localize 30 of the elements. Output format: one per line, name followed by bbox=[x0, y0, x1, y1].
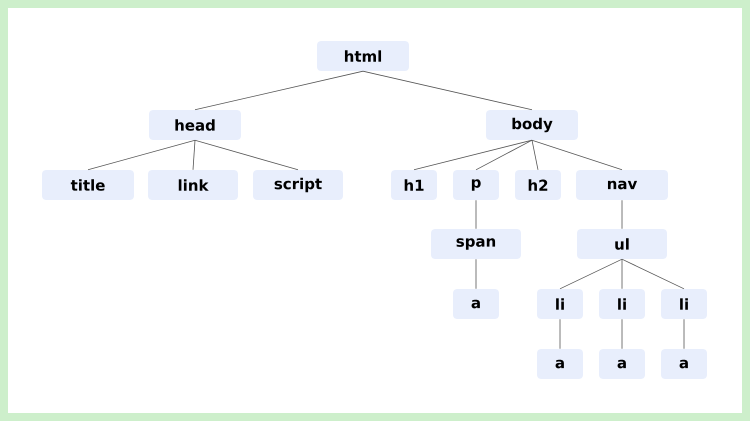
element-box: head bbox=[149, 110, 241, 140]
tree-line bbox=[622, 258, 684, 290]
tree-line bbox=[362, 70, 532, 110]
tree-line bbox=[532, 140, 538, 170]
element-box: nav bbox=[576, 170, 668, 200]
element-box: li bbox=[661, 289, 707, 319]
element-box: a bbox=[661, 349, 707, 379]
tree-line bbox=[532, 140, 622, 170]
element-box: script bbox=[253, 170, 343, 200]
element-box: ul bbox=[577, 229, 667, 259]
element-box: h1 bbox=[391, 170, 437, 200]
element-box: li bbox=[537, 289, 583, 319]
element-box: link bbox=[148, 170, 238, 200]
element-box: title bbox=[42, 170, 134, 200]
element-box: span bbox=[431, 229, 521, 259]
element-box: p bbox=[453, 170, 499, 200]
tree-line bbox=[414, 140, 532, 170]
tree-line bbox=[192, 140, 196, 170]
tree-line bbox=[560, 258, 622, 290]
tree-line bbox=[194, 70, 364, 110]
element-box: body bbox=[486, 110, 578, 140]
tree-line bbox=[88, 140, 196, 170]
element-box: h2 bbox=[515, 170, 561, 200]
element-box: a bbox=[599, 349, 645, 379]
element-box: a bbox=[453, 289, 499, 319]
element-box: li bbox=[599, 289, 645, 319]
tree-line bbox=[194, 140, 298, 170]
element-box: html bbox=[317, 41, 409, 71]
tree-line bbox=[476, 140, 532, 170]
element-box: a bbox=[537, 349, 583, 379]
